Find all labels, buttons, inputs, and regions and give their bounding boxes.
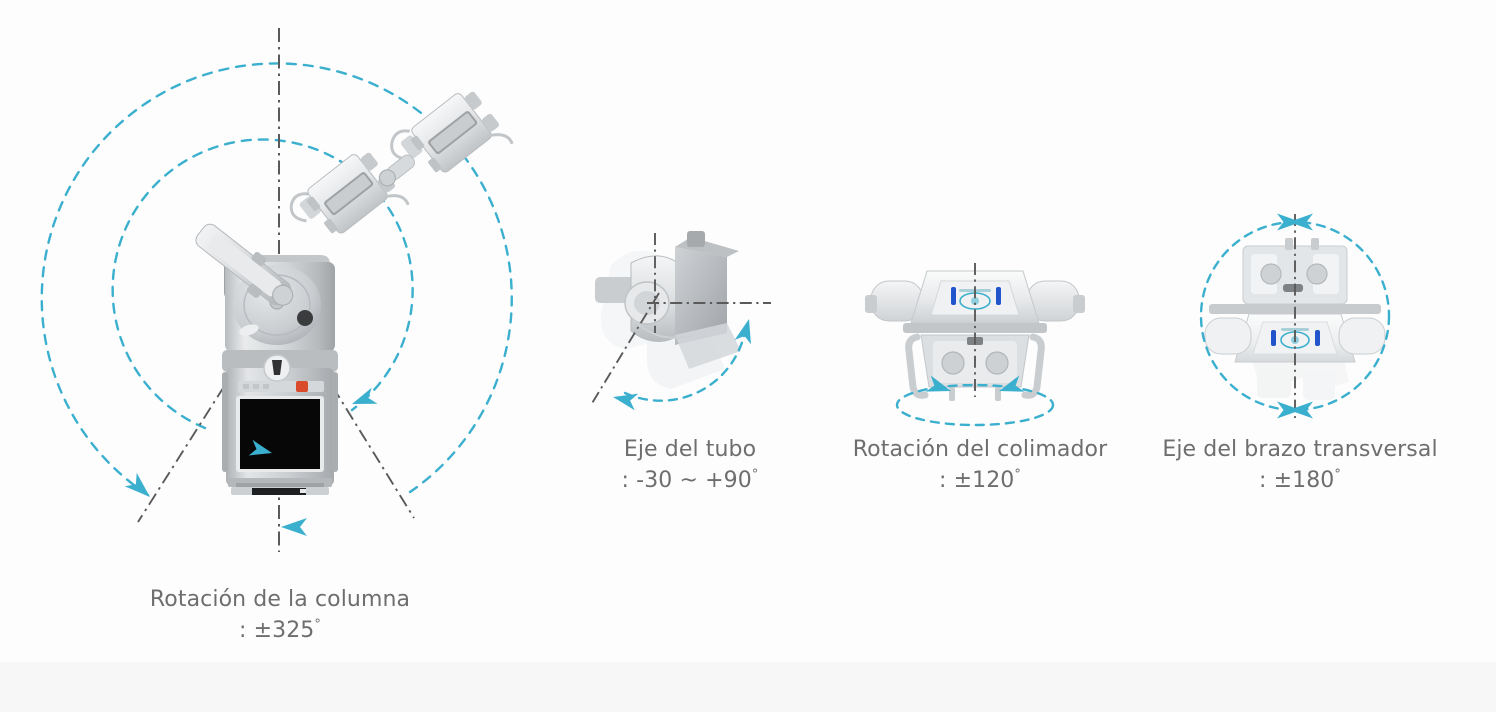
caption-tube-axis-value: : -30 ~ +90° <box>621 467 759 493</box>
outer-rotation-arc <box>40 62 513 497</box>
caption-transverse-arm-axis-title: Eje del brazo transversal <box>1162 437 1438 462</box>
transverse-bracket <box>1242 238 1348 305</box>
caption-tube-axis: Eje del tubo : -30 ~ +90° <box>560 434 820 496</box>
panel-column-rotation <box>0 0 560 560</box>
arrowhead-inner-right <box>352 387 378 404</box>
caption-column-rotation-value: : ±325° <box>238 617 322 643</box>
tube-swing-arc <box>623 329 747 402</box>
caption-column-rotation: Rotación de la columna : ±325° <box>0 584 560 646</box>
caption-collimator-rotation-value: : ±120° <box>938 467 1022 493</box>
arrowhead-collimator-right <box>999 375 1025 392</box>
caption-collimator-rotation-title: Rotación del colimador <box>852 437 1108 462</box>
arrowhead-transverse-bottom-right <box>1277 401 1301 419</box>
collimator-blue-marker-left <box>951 287 956 305</box>
tube-axis-illustration <box>590 231 771 411</box>
arrowhead-collimator-left <box>925 375 951 392</box>
rotation-arrowheads <box>124 387 378 536</box>
arrowhead-tube-upper <box>734 319 751 345</box>
transverse-arm-illustration <box>1199 213 1391 419</box>
panel-tube-axis <box>575 215 805 430</box>
collimator-rotation-ellipse <box>895 383 1055 427</box>
arrowhead-inner-left <box>248 439 272 456</box>
transverse-blue-marker-left <box>1271 330 1276 346</box>
transverse-blue-marker-right <box>1315 330 1320 346</box>
right-rotation-limit-axis <box>278 299 415 519</box>
arrowhead-transverse-top-right <box>1277 213 1301 231</box>
arrowhead-tube-lower <box>613 393 639 411</box>
bottom-band <box>0 662 1496 712</box>
panel-transverse-arm-axis <box>1185 212 1405 427</box>
panel-collimator-rotation <box>855 245 1095 430</box>
caption-collimator-rotation: Rotación del colimador : ±120° <box>845 434 1115 496</box>
caption-column-rotation-title: Rotación de la columna <box>149 587 411 612</box>
arrowhead-bottom-center <box>281 518 307 536</box>
column-rotation-illustration <box>40 28 514 552</box>
collimator-blue-marker-right <box>996 287 1001 305</box>
tube-arm-assembly <box>195 91 514 306</box>
caption-transverse-arm-axis: Eje del brazo transversal : ±180° <box>1155 434 1445 496</box>
arrowhead-outer-left <box>124 472 150 497</box>
collimator-rotation-illustration <box>865 263 1085 427</box>
caption-tube-axis-title: Eje del tubo <box>623 437 757 462</box>
caption-transverse-arm-axis-value: : ±180° <box>1258 467 1342 493</box>
inner-rotation-arc <box>111 138 414 430</box>
